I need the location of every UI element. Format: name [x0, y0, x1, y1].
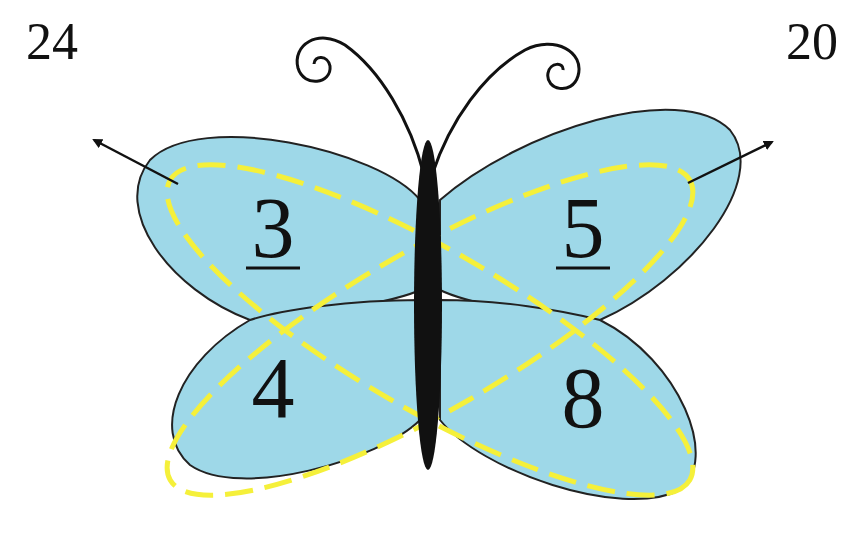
product-label: 20: [786, 16, 838, 68]
wing: [440, 110, 741, 320]
butterfly-body: [414, 140, 442, 470]
denominator-number: 4: [252, 345, 295, 431]
leader-arrow: [688, 142, 772, 183]
product-label: 24: [26, 16, 78, 68]
leader-arrow: [94, 140, 178, 184]
wing: [137, 137, 420, 320]
cross-loop: [130, 111, 730, 537]
numerator-number: 5: [562, 185, 605, 271]
numerator-number: 3: [252, 185, 295, 271]
cross-loop: [130, 111, 730, 537]
denominator-number: 8: [562, 355, 605, 441]
wing: [172, 300, 420, 478]
